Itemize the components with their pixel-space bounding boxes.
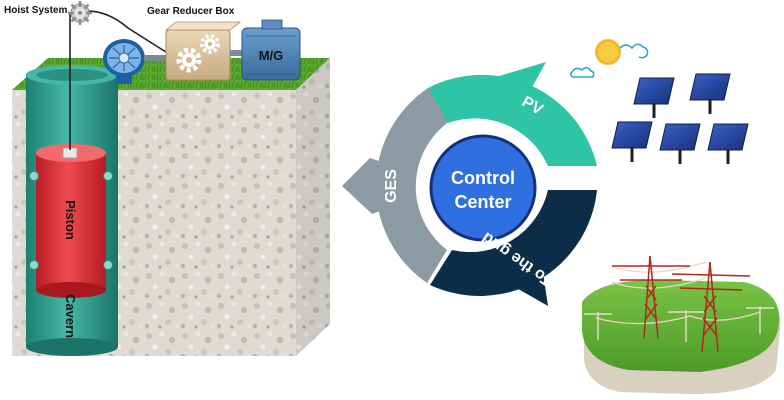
pv-field xyxy=(569,39,749,164)
transmission-tower-icon xyxy=(584,306,774,342)
gear-reducer-box xyxy=(164,21,242,81)
grid-arrowhead xyxy=(506,252,548,306)
control-cycle: Control Center PV GES To the grid xyxy=(342,62,597,306)
pv-arrow xyxy=(428,74,597,166)
grid-island xyxy=(582,255,781,394)
soil-side-face xyxy=(296,58,330,356)
turbine-icon xyxy=(103,39,145,84)
grid-arrow xyxy=(430,190,597,296)
control-center-label-line2: Center xyxy=(454,192,511,212)
pv-arrowhead xyxy=(486,62,546,120)
sun-icon xyxy=(595,39,621,65)
guide-rollers xyxy=(29,171,113,270)
gear-icon xyxy=(68,1,92,25)
mg-label: M/G xyxy=(259,48,284,63)
control-center-circle xyxy=(429,134,537,242)
ges-label: GES xyxy=(383,169,400,203)
gear-icon xyxy=(200,34,220,54)
gear-reducer-box-label: Gear Reducer Box xyxy=(147,6,235,17)
control-center-label-line1: Control xyxy=(451,168,515,188)
transmission-tower-icon xyxy=(612,255,690,339)
solar-panel-icon xyxy=(611,121,653,162)
gear-icon xyxy=(176,47,202,73)
motor-generator: M/G xyxy=(241,19,301,81)
cavern-label: Cavern xyxy=(63,294,78,338)
piston-label: Piston xyxy=(63,200,78,240)
cloud-icon xyxy=(569,43,649,78)
island-grass xyxy=(582,280,780,372)
solar-panel-icon xyxy=(659,123,701,164)
solar-panel-icon xyxy=(707,123,749,164)
hoist-system-label: Hoist System xyxy=(4,5,67,16)
solar-panel-icon xyxy=(689,73,731,114)
ges-arrowhead xyxy=(342,158,372,214)
transmission-tower-icon xyxy=(671,261,751,353)
piston xyxy=(36,144,106,298)
solar-panel-icon xyxy=(633,77,675,118)
storage-block: M/G Hoist System Gear Reducer Box Piston… xyxy=(4,1,330,356)
ges-arrow xyxy=(375,88,450,283)
